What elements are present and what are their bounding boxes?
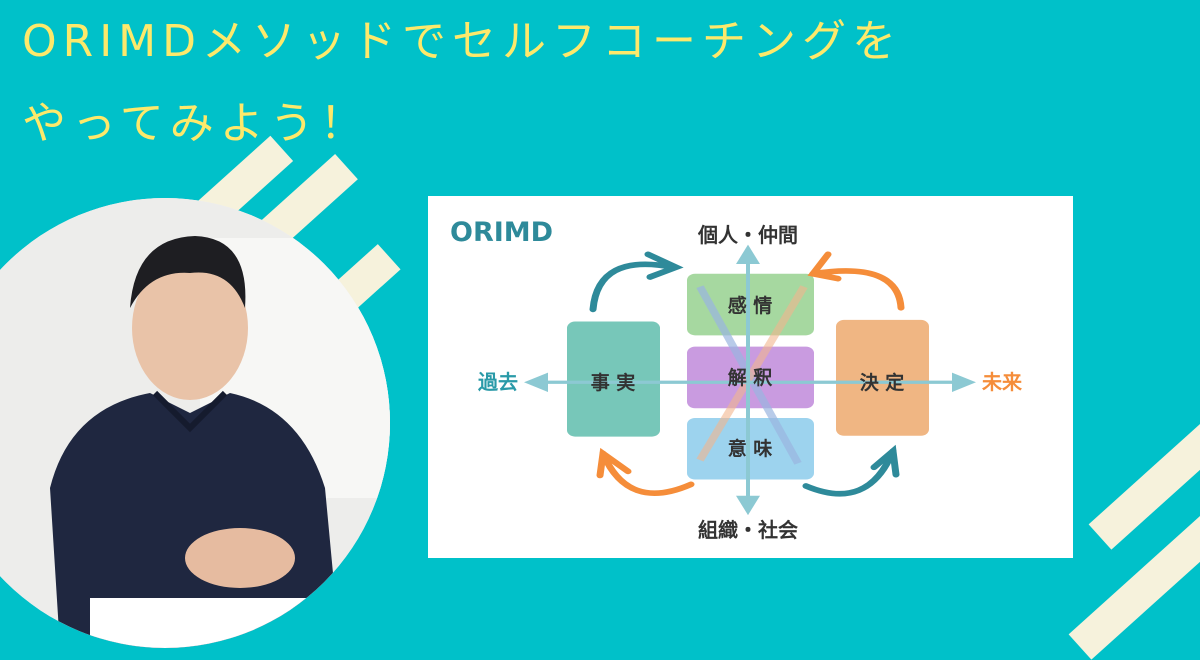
cycle-arrow — [589, 261, 677, 313]
person-photo — [0, 198, 390, 648]
interpretation-label: 解 釈 — [728, 366, 774, 389]
headline-line-1: ORIMDメソッドでセルフコーチングを — [22, 16, 903, 67]
cycle-arrow — [599, 450, 695, 496]
emotion-label: 感 情 — [728, 294, 773, 317]
orimd-diagram: ORIMD 個人・仲間 組織・社会 過去 未来 事 実 決 定 感 情 解 釈 … — [428, 196, 1073, 558]
box-decision — [836, 319, 929, 436]
past-label: 過去 — [478, 370, 518, 394]
decorative-stripe — [1068, 513, 1200, 660]
decision-label: 決 定 — [860, 371, 905, 394]
cycle-arrow — [809, 268, 905, 311]
bottom-label: 組織・社会 — [698, 518, 798, 542]
fact-label: 事 実 — [591, 371, 636, 394]
future-label: 未来 — [982, 370, 1023, 394]
headline-line-2: やってみよう！ — [22, 98, 370, 149]
cycle-arrow — [802, 448, 897, 497]
cross-arrow — [696, 285, 808, 462]
meaning-label: 意 味 — [728, 437, 773, 460]
orimd-logo: ORIMD — [450, 217, 553, 248]
top-label: 個人・仲間 — [697, 223, 798, 247]
box-fact — [567, 321, 660, 437]
